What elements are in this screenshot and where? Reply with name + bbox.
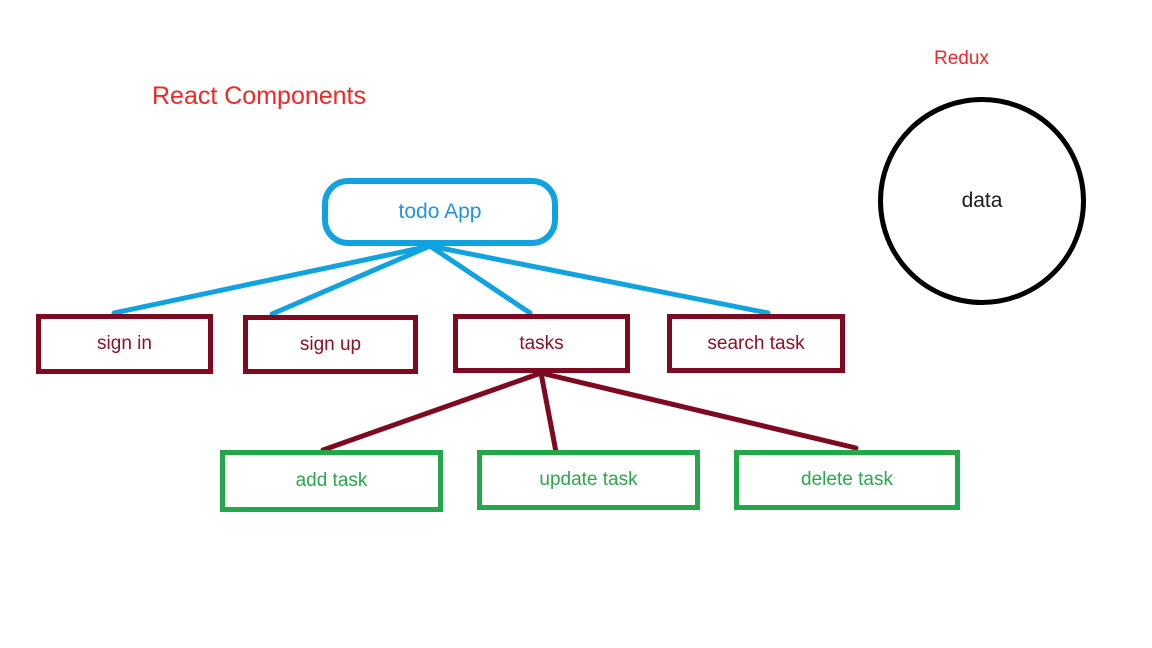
tasks-to-leaf-edges xyxy=(320,370,859,455)
node-tasks[interactable]: tasks xyxy=(453,314,630,373)
node-todo-app[interactable]: todo App xyxy=(322,178,558,246)
edge-todoapp-to-searchtask xyxy=(427,243,771,316)
redux-title: Redux xyxy=(934,48,989,69)
node-redux-data-store[interactable]: data xyxy=(878,97,1086,305)
node-search-task[interactable]: search task xyxy=(667,314,845,373)
edge-todoapp-to-tasks xyxy=(427,243,533,316)
node-delete-task[interactable]: delete task xyxy=(734,450,960,510)
react-components-title: React Components xyxy=(152,82,367,110)
edge-tasks-to-addtask xyxy=(320,370,544,453)
node-sign-in[interactable]: sign in xyxy=(36,314,213,374)
edge-tasks-to-deletetask xyxy=(538,370,859,451)
edge-todoapp-to-signin xyxy=(111,243,433,316)
root-to-branch-edges xyxy=(111,243,771,317)
edge-todoapp-to-signup xyxy=(269,243,433,317)
node-sign-up[interactable]: sign up xyxy=(243,315,418,374)
node-update-task[interactable]: update task xyxy=(477,450,700,510)
edge-tasks-to-updatetask xyxy=(538,370,559,455)
node-add-task[interactable]: add task xyxy=(220,450,443,512)
